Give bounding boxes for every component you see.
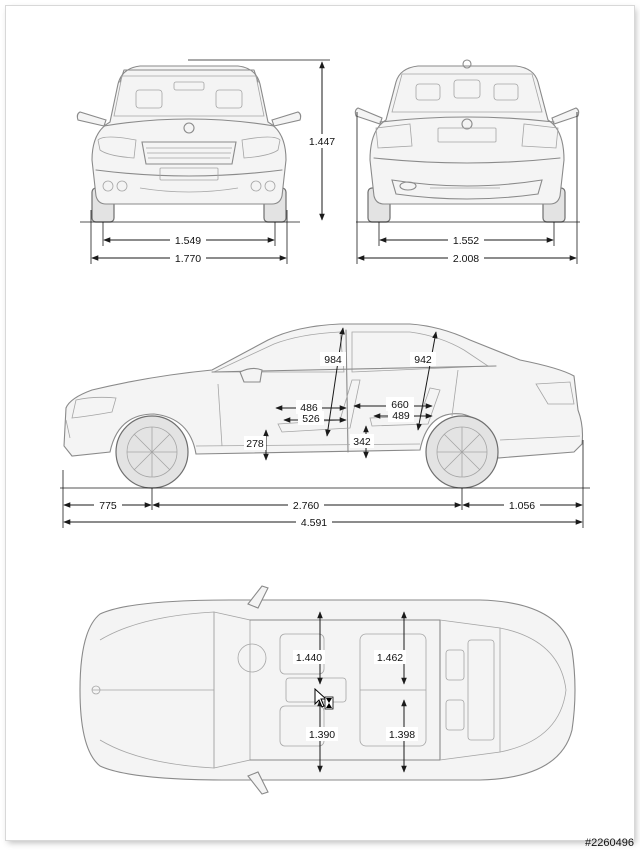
front-track-label: 1.549 [175, 235, 201, 247]
busy-cursor-icon [314, 688, 334, 710]
top-view: 1.440 1.462 1.390 1.398 [79, 585, 576, 795]
front-legroom-min-label: 526 [302, 413, 320, 425]
front-headroom-label: 984 [324, 354, 342, 366]
rear-legroom-min-label: 489 [392, 410, 410, 422]
height-label: 1.447 [309, 136, 335, 148]
mirror-width-label: 2.008 [453, 253, 479, 265]
rear-hip-width-label: 1.398 [389, 729, 415, 741]
front-view: 1.447 1.549 1.770 [76, 59, 338, 265]
front-seat-height-label: 278 [246, 438, 264, 450]
front-overhang-label: 775 [99, 500, 117, 512]
rear-elbow-width-label: 1.462 [377, 652, 403, 664]
rear-overhang-label: 1.056 [509, 500, 535, 512]
wheelbase-label: 2.760 [293, 500, 319, 512]
rear-track-label: 1.552 [453, 235, 479, 247]
width-label: 1.770 [175, 253, 201, 265]
front-hip-width-label: 1.390 [309, 729, 335, 741]
overall-length-label: 4.591 [301, 517, 327, 529]
rear-seat-height-label: 342 [353, 436, 371, 448]
front-elbow-width-label: 1.440 [296, 652, 322, 664]
side-view: 984 942 486 526 660 489 278 342 775 [60, 323, 590, 529]
watermark-id: #2260496 [585, 837, 634, 849]
rear-view: 1.552 2.008 [354, 59, 580, 265]
rear-headroom-label: 942 [414, 354, 432, 366]
